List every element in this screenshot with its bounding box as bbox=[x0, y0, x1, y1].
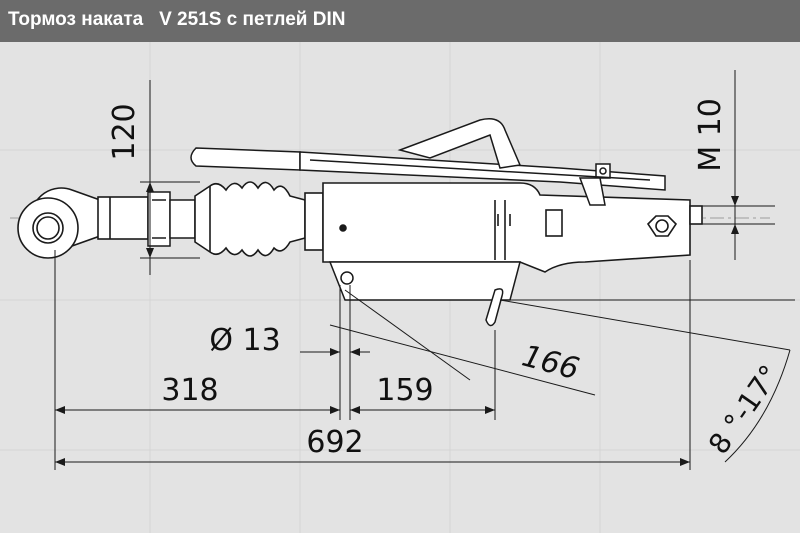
towing-eye bbox=[17, 187, 149, 259]
mounting-plate bbox=[328, 261, 521, 327]
dimension-arrows bbox=[55, 182, 739, 466]
dimension-120: 120 bbox=[107, 103, 142, 160]
dimension-diameter-13: Ø 13 bbox=[209, 323, 280, 358]
title-bar: Тормоз наката V 251S с петлей DIN bbox=[0, 0, 800, 42]
brake-housing bbox=[304, 182, 703, 273]
dimension-159: 159 bbox=[376, 373, 433, 408]
dimension-angle: 8 °-17° bbox=[702, 359, 787, 460]
dimension-692: 692 bbox=[306, 425, 363, 460]
dimension-166: 166 bbox=[518, 339, 582, 388]
dimension-m10: M 10 bbox=[693, 98, 728, 172]
clamp-nut bbox=[147, 191, 196, 247]
rubber-bellows bbox=[194, 181, 306, 257]
page-title: Тормоз наката V 251S с петлей DIN bbox=[8, 9, 346, 30]
hand-brake-lever bbox=[190, 118, 666, 206]
dimension-318: 318 bbox=[161, 373, 218, 408]
